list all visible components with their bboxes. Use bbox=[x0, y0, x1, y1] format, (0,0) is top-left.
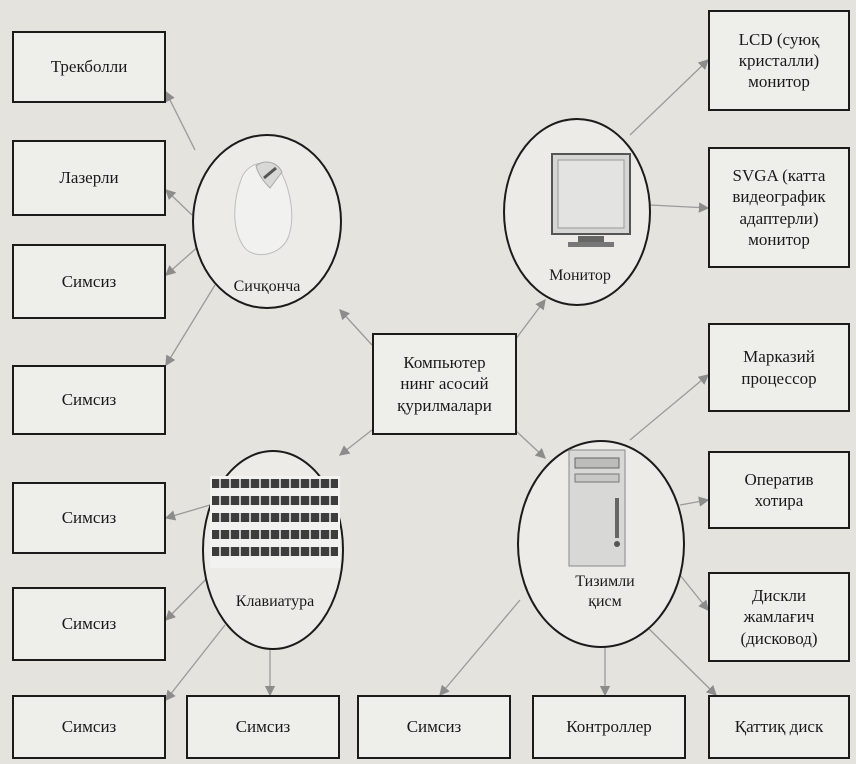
system-part-box: Марказий процессор bbox=[708, 323, 850, 412]
monitor-type-box: SVGA (катта видеографик адаптерли) монит… bbox=[708, 147, 850, 268]
system-part-box: Дискли жамлағич (дисковод) bbox=[708, 572, 850, 662]
keyboard-type-box: Симсиз bbox=[12, 587, 166, 661]
system-part-box: Оператив хотира bbox=[708, 451, 850, 529]
mouse-type-box: Лазерли bbox=[12, 140, 166, 216]
keyboard-icon bbox=[210, 476, 340, 568]
monitor-type-box: LCD (суюқ кристалли) монитор bbox=[708, 10, 850, 111]
center-box: Компьютер нинг асосий қурилмалари bbox=[372, 333, 517, 435]
keyboard-label: Клавиатура bbox=[210, 592, 340, 612]
mouse-type-box: Симсиз bbox=[12, 365, 166, 435]
keyboard-type-box: Симсиз bbox=[186, 695, 340, 759]
system-part-box: Симсиз bbox=[357, 695, 511, 759]
system-part-box: Контроллер bbox=[532, 695, 686, 759]
system-unit-icon bbox=[565, 448, 635, 568]
mouse-type-box: Симсиз bbox=[12, 244, 166, 319]
system-part-box: Қаттиқ диск bbox=[708, 695, 850, 759]
keyboard-type-box: Симсиз bbox=[12, 482, 166, 554]
mouse-icon bbox=[222, 152, 304, 262]
monitor-icon bbox=[548, 150, 634, 250]
monitor-label: Монитор bbox=[530, 266, 630, 286]
system-unit-label: Тизимли қисм bbox=[560, 572, 650, 612]
mouse-type-box: Трекболли bbox=[12, 31, 166, 103]
mouse-label: Сичқонча bbox=[215, 277, 319, 297]
keyboard-type-box: Симсиз bbox=[12, 695, 166, 759]
